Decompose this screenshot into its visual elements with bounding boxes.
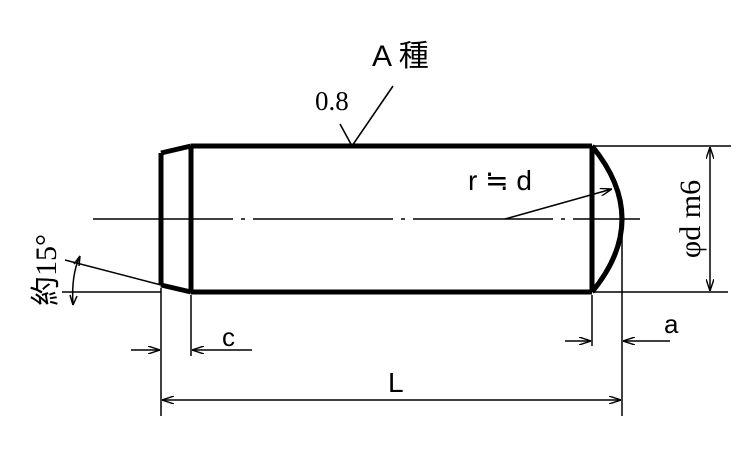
- angle-label: 約15°: [30, 234, 63, 306]
- l-label: L: [388, 367, 404, 398]
- a-label: a: [664, 309, 679, 339]
- radius-leader: [504, 189, 612, 220]
- angle-dimension: [62, 255, 162, 306]
- type-title: A 種: [372, 40, 429, 73]
- diameter-label: φd m6: [674, 180, 707, 258]
- extension-lines: [160, 222, 623, 416]
- c-label: c: [222, 322, 235, 352]
- radius-label: r ≒ d: [468, 165, 532, 196]
- diameter-dimension: [594, 145, 731, 293]
- roughness-symbol: [339, 85, 394, 148]
- roughness-value: 0.8: [315, 86, 349, 116]
